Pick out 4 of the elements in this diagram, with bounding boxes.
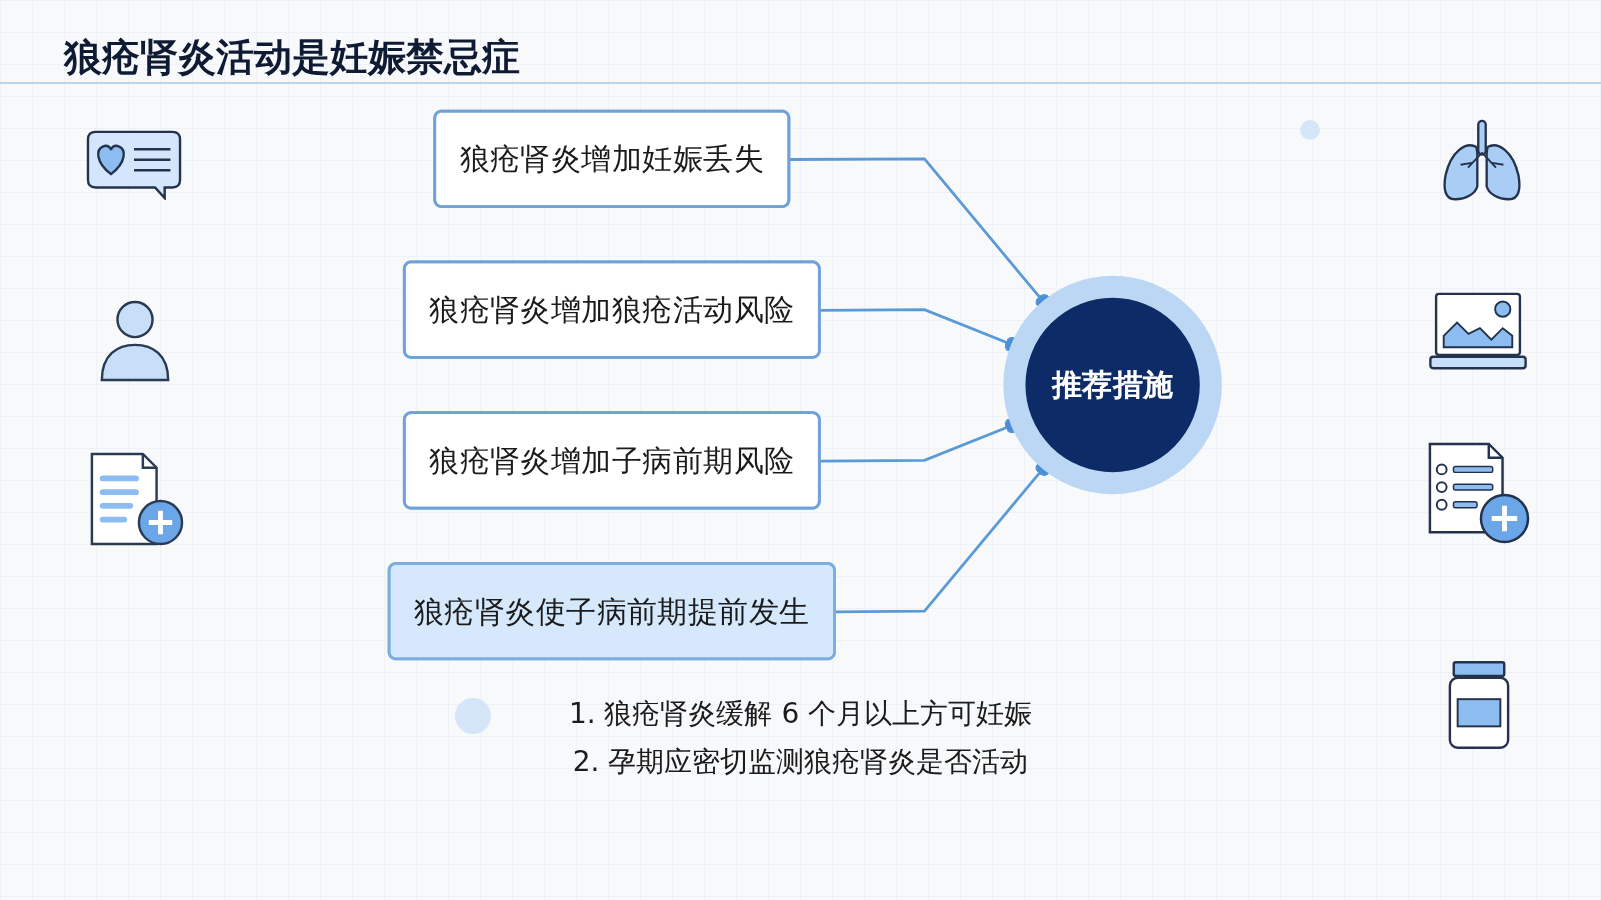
note-text: 2. 孕期应密切监测狼疮肾炎是否活动 — [572, 744, 1029, 780]
node-circle: 推荐措施 — [1003, 275, 1222, 495]
title: 狼疮肾炎活动是妊娠禁忌症 — [64, 34, 520, 80]
note-text: 1. 狼疮肾炎缓解 6 个月以上方可妊娠 — [568, 696, 1033, 732]
